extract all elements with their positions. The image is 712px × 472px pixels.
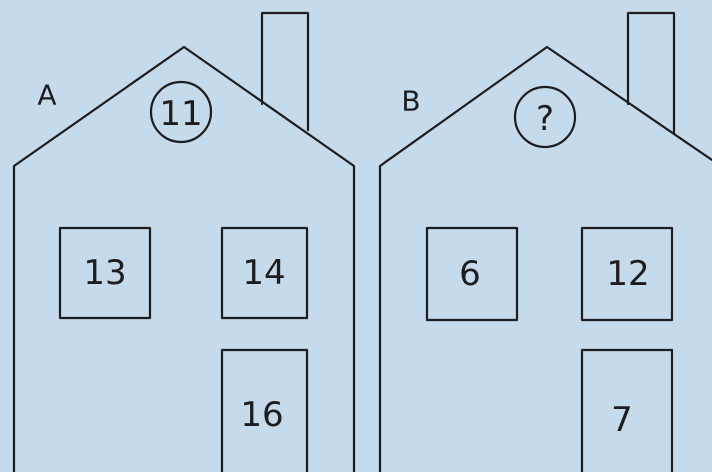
house-a-window-left-number: 13 — [83, 253, 126, 293]
house-b-chimney — [628, 13, 674, 134]
house-a-chimney — [262, 13, 308, 130]
house-b-roof-number: ? — [536, 99, 554, 139]
house-b-window-right-number: 12 — [606, 254, 649, 294]
house-a-door-number: 16 — [240, 395, 283, 435]
house-a: A 11 13 14 16 — [14, 13, 354, 472]
house-b-label: B — [401, 85, 420, 118]
house-a-roof-number: 11 — [159, 94, 202, 134]
house-b-door-number: 7 — [611, 400, 633, 440]
house-b: B ? 6 12 7 — [380, 13, 712, 472]
house-b-window-left-number: 6 — [459, 254, 481, 294]
house-a-label: A — [37, 79, 56, 112]
house-a-window-right-number: 14 — [242, 253, 285, 293]
